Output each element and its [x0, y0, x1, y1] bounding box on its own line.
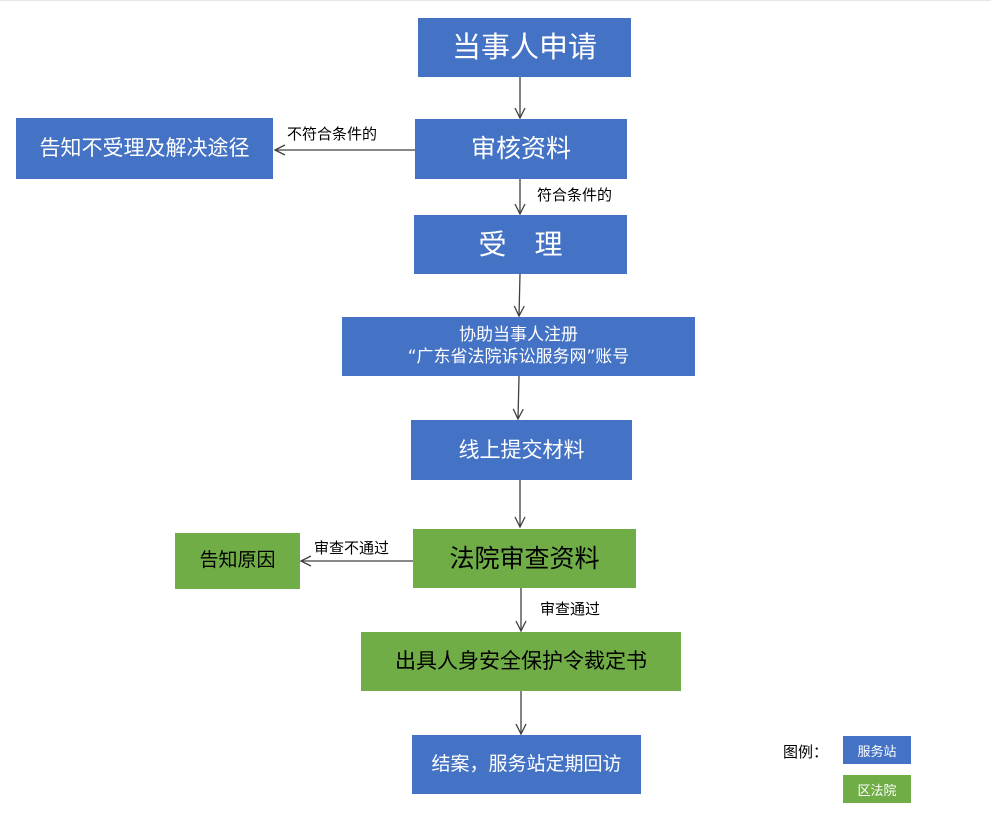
arrow-accept-to-register [519, 273, 520, 316]
node-order: 出具人身安全保护令裁定书 [361, 632, 681, 691]
node-review: 审核资料 [415, 119, 627, 179]
legend-item-district-court-label: 区法院 [857, 783, 897, 799]
legend-title: 图例： [783, 743, 829, 761]
node-register: 协助当事人注册 “广东省法院诉讼服务网”账号 [342, 317, 695, 376]
edge-label-not-qualified: 不符合条件的 [287, 125, 378, 143]
node-court-review-label: 法院审查资料 [449, 543, 600, 573]
legend-item-district-court: 区法院 [843, 775, 911, 803]
node-accept-label: 受 理 [478, 228, 563, 261]
node-order-label: 出具人身安全保护令裁定书 [395, 649, 647, 674]
edge-label-qualified: 符合条件的 [537, 186, 613, 204]
legend-item-service-station: 服务站 [843, 736, 911, 764]
node-reason-label: 告知原因 [199, 549, 276, 572]
node-register-line2: “广东省法院诉讼服务网”账号 [407, 346, 630, 367]
node-close-label: 结案，服务站定期回访 [431, 752, 622, 775]
node-reason: 告知原因 [175, 533, 300, 589]
node-reject-label: 告知不受理及解决途径 [39, 136, 250, 161]
legend-item-service-station-label: 服务站 [857, 744, 897, 760]
node-submit: 线上提交材料 [411, 420, 632, 480]
edge-label-review-passed: 审查通过 [540, 600, 601, 618]
node-apply-label: 当事人申请 [451, 30, 597, 65]
node-reject: 告知不受理及解决途径 [16, 118, 273, 179]
node-register-line1: 协助当事人注册 [459, 325, 578, 346]
node-submit-label: 线上提交材料 [458, 437, 585, 462]
top-border [0, 0, 991, 1]
edge-label-review-failed: 审查不通过 [314, 539, 390, 557]
node-review-label: 审核资料 [470, 134, 571, 164]
node-accept: 受 理 [414, 215, 627, 274]
arrow-register-to-submit [518, 375, 519, 419]
node-apply: 当事人申请 [418, 18, 631, 77]
node-close: 结案，服务站定期回访 [412, 735, 641, 794]
node-court-review: 法院审查资料 [413, 529, 636, 588]
